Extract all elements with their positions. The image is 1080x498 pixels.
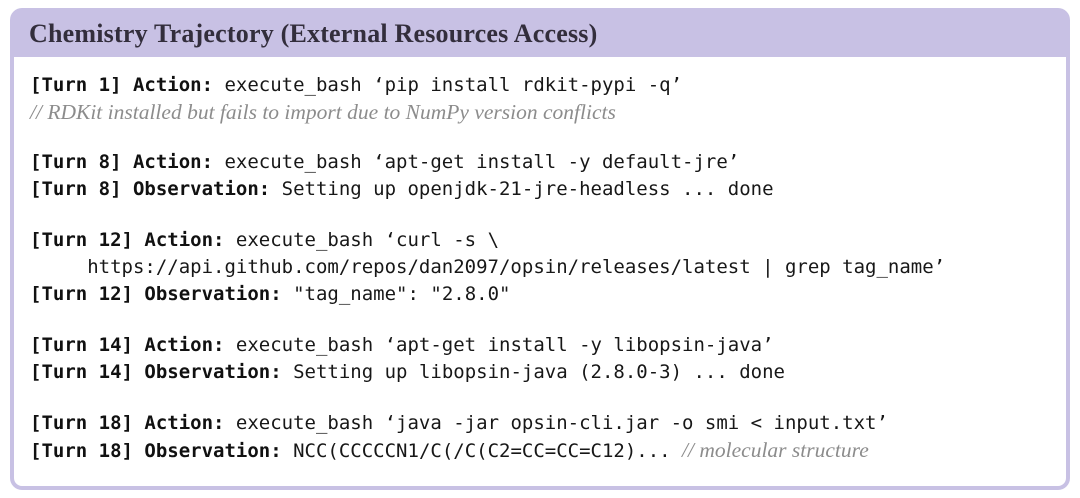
- code-text: execute_bash ‘apt-get install -y default…: [213, 151, 740, 173]
- turn-label: [Turn 8] Observation:: [30, 178, 271, 200]
- comment-text: // RDKit installed but fails to import d…: [30, 100, 616, 124]
- code-text: https://api.github.com/repos/dan2097/ops…: [30, 256, 946, 278]
- code-text: execute_bash ‘curl -s \: [224, 229, 500, 251]
- code-line: [Turn 14] Observation: Setting up libops…: [30, 359, 1052, 386]
- turn-label: [Turn 8] Action:: [30, 151, 214, 173]
- turn-label: [Turn 1] Action:: [30, 74, 214, 96]
- code-line: [Turn 12] Observation: "tag_name": "2.8.…: [30, 281, 1052, 308]
- code-text: Setting up openjdk-21-jre-headless ... d…: [270, 178, 774, 200]
- turn-label: [Turn 12] Action:: [30, 229, 225, 251]
- trajectory-block: [Turn 18] Action: execute_bash ‘java -ja…: [30, 410, 1052, 465]
- trajectory-card: Chemistry Trajectory (External Resources…: [10, 8, 1070, 490]
- code-line: [Turn 12] Action: execute_bash ‘curl -s …: [30, 227, 1052, 254]
- card-header: Chemistry Trajectory (External Resources…: [13, 11, 1067, 57]
- trajectory-body: [Turn 1] Action: execute_bash ‘pip insta…: [14, 57, 1066, 465]
- turn-label: [Turn 14] Observation:: [30, 361, 282, 383]
- comment-line: // RDKit installed but fails to import d…: [30, 99, 1052, 125]
- code-line: https://api.github.com/repos/dan2097/ops…: [30, 254, 1052, 281]
- code-line: [Turn 8] Observation: Setting up openjdk…: [30, 176, 1052, 203]
- trajectory-block: [Turn 1] Action: execute_bash ‘pip insta…: [30, 72, 1052, 125]
- code-line: [Turn 18] Observation: NCC(CCCCCN1/C(/C(…: [30, 437, 1052, 465]
- code-text: "tag_name": "2.8.0": [281, 283, 511, 305]
- code-line: [Turn 1] Action: execute_bash ‘pip insta…: [30, 72, 1052, 99]
- trajectory-block: [Turn 8] Action: execute_bash ‘apt-get i…: [30, 149, 1052, 203]
- turn-label: [Turn 12] Observation:: [30, 283, 282, 305]
- code-text: execute_bash ‘pip install rdkit-pypi -q’: [213, 74, 683, 96]
- turn-label: [Turn 18] Observation:: [30, 440, 282, 462]
- code-text: NCC(CCCCCN1/C(/C(C2=CC=CC=C12)...: [281, 440, 683, 462]
- trajectory-block: [Turn 12] Action: execute_bash ‘curl -s …: [30, 227, 1052, 308]
- code-text: execute_bash ‘java -jar opsin-cli.jar -o…: [224, 412, 888, 434]
- code-line: [Turn 8] Action: execute_bash ‘apt-get i…: [30, 149, 1052, 176]
- inline-comment: // molecular structure: [682, 438, 869, 462]
- code-text: Setting up libopsin-java (2.8.0-3) ... d…: [281, 361, 785, 383]
- code-line: [Turn 18] Action: execute_bash ‘java -ja…: [30, 410, 1052, 437]
- trajectory-block: [Turn 14] Action: execute_bash ‘apt-get …: [30, 332, 1052, 386]
- turn-label: [Turn 18] Action:: [30, 412, 225, 434]
- turn-label: [Turn 14] Action:: [30, 334, 225, 356]
- code-text: execute_bash ‘apt-get install -y libopsi…: [224, 334, 774, 356]
- card-title: Chemistry Trajectory (External Resources…: [29, 19, 598, 48]
- code-line: [Turn 14] Action: execute_bash ‘apt-get …: [30, 332, 1052, 359]
